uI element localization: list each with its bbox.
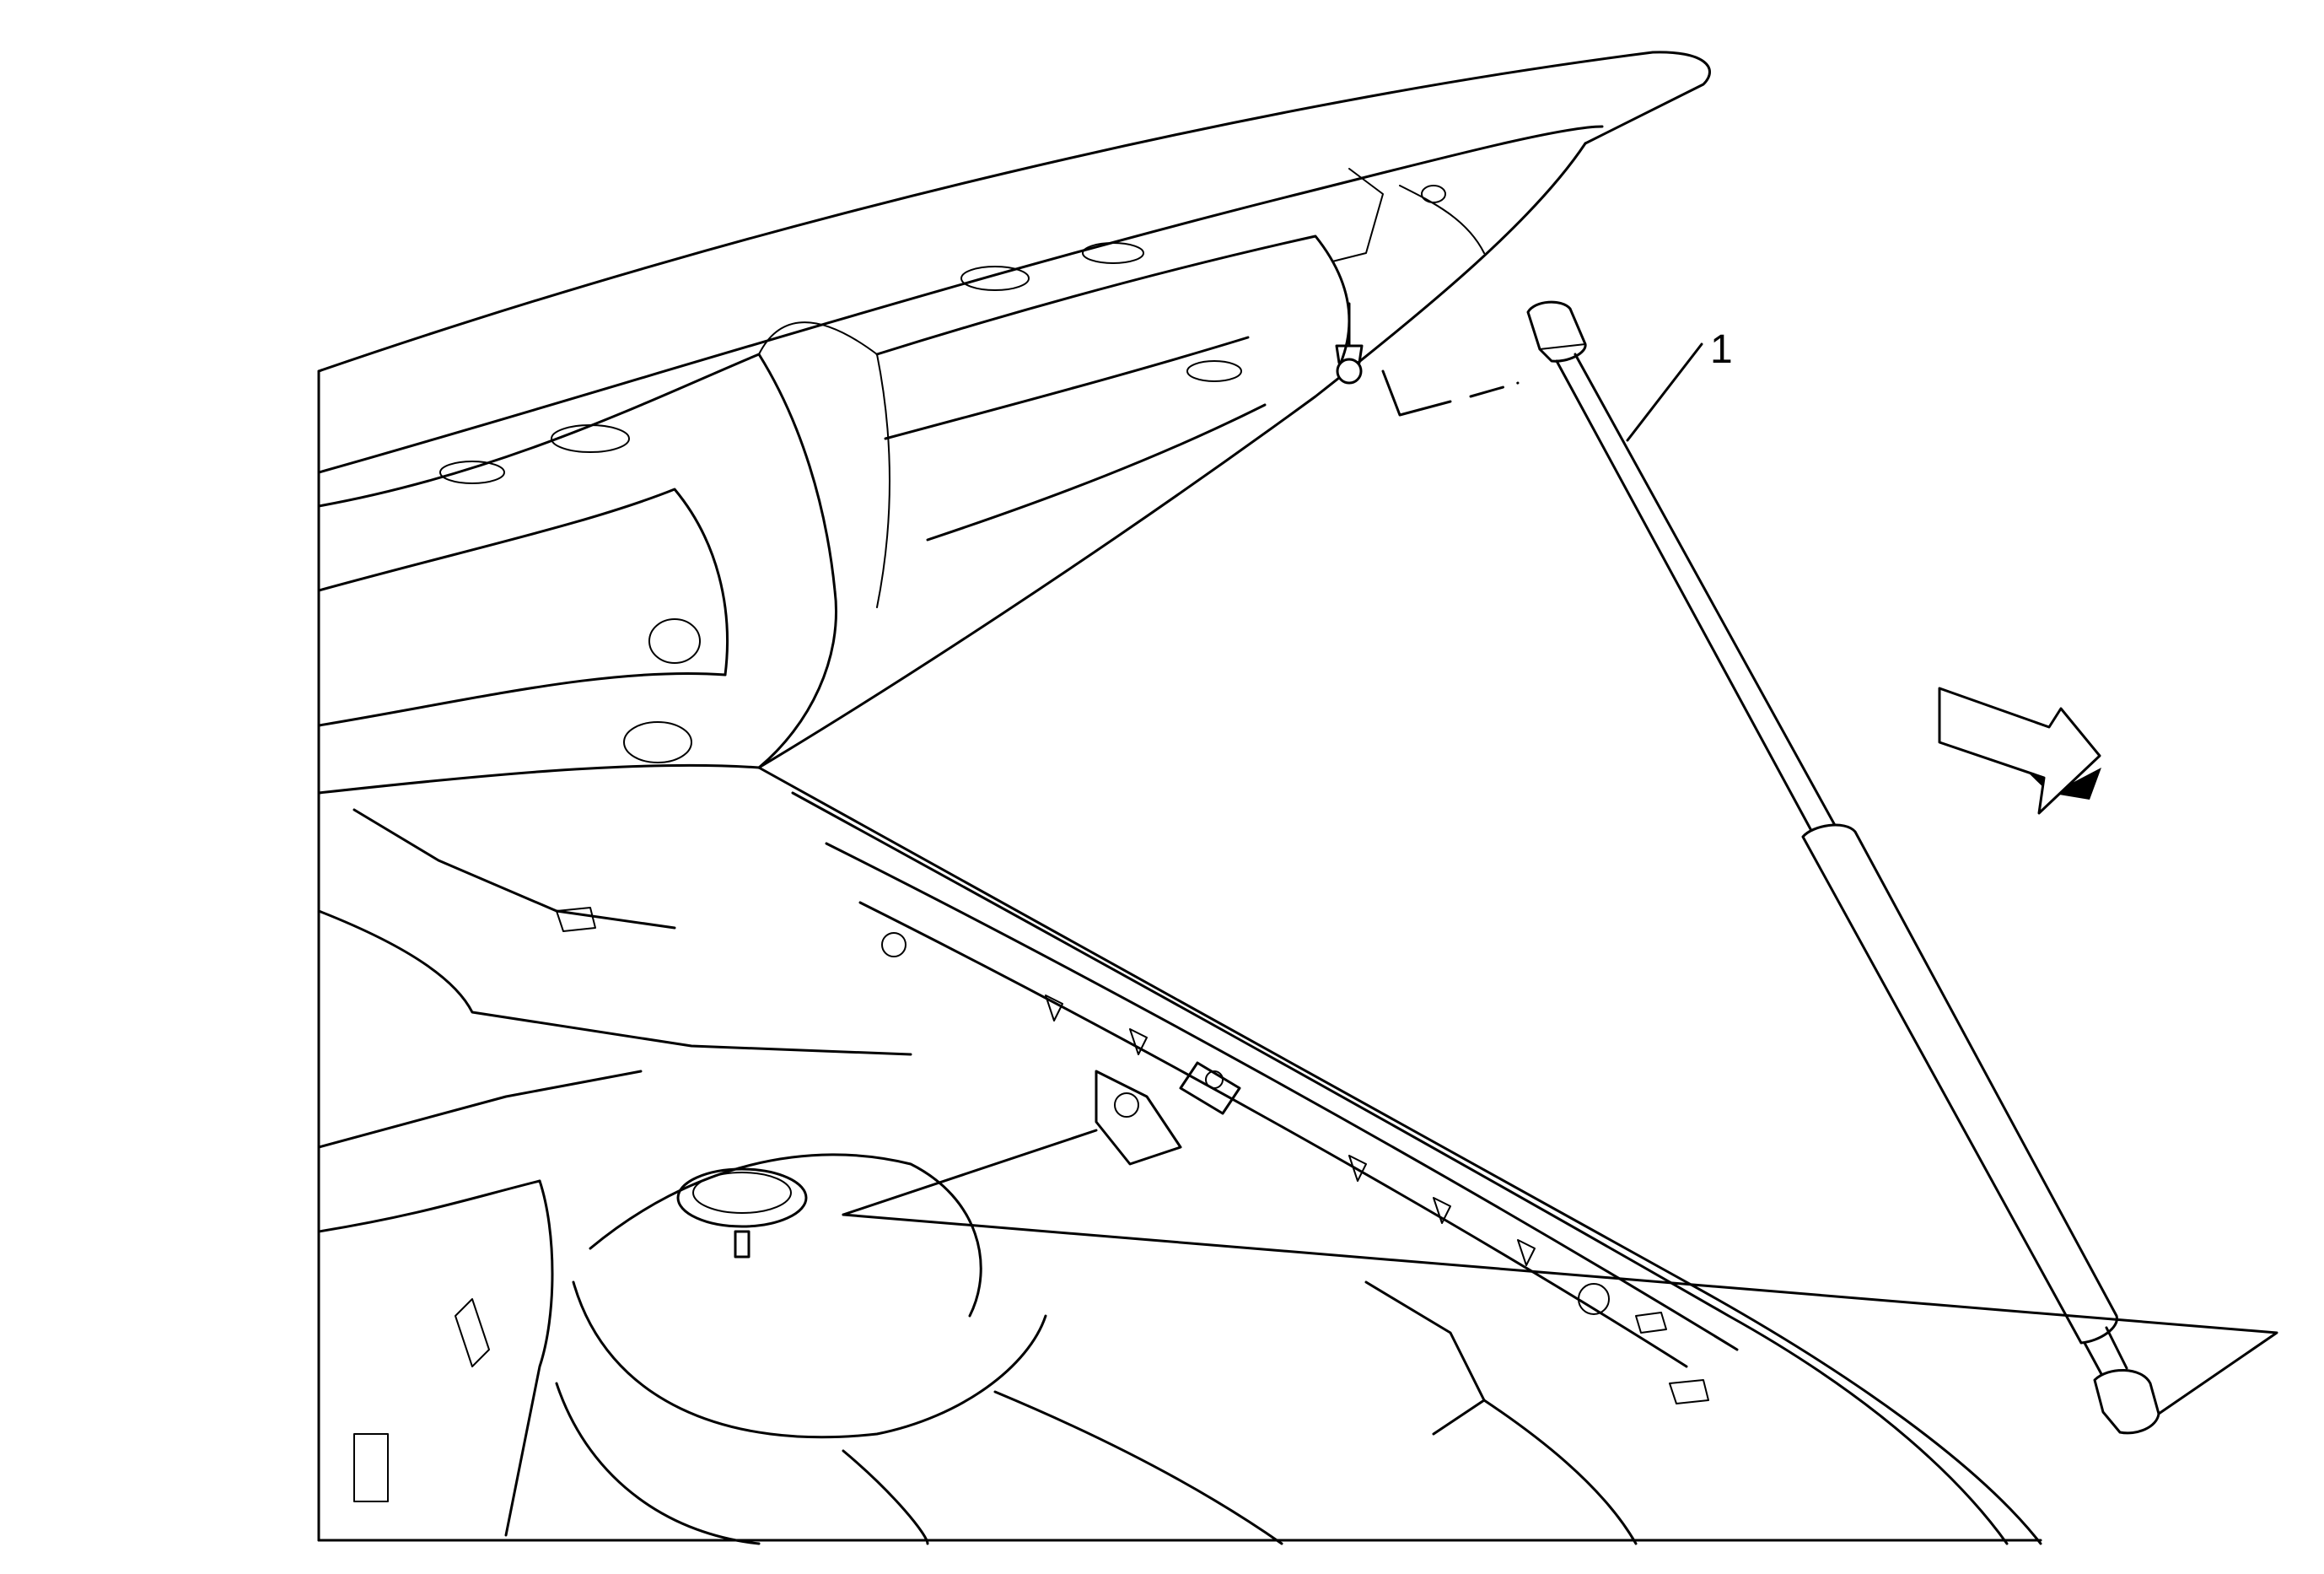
lower-ballstud-leader: [842, 1129, 1098, 1216]
engine-compartment: [317, 369, 2042, 1545]
callout-1: 1: [1626, 327, 1733, 442]
hood-strut: [1381, 300, 2160, 1435]
lower-mount-leader: [842, 1213, 2278, 1415]
callout-1-label: 1: [1710, 327, 1733, 372]
direction-arrow-icon: [1938, 687, 2101, 815]
hood-panel: [317, 51, 1711, 795]
